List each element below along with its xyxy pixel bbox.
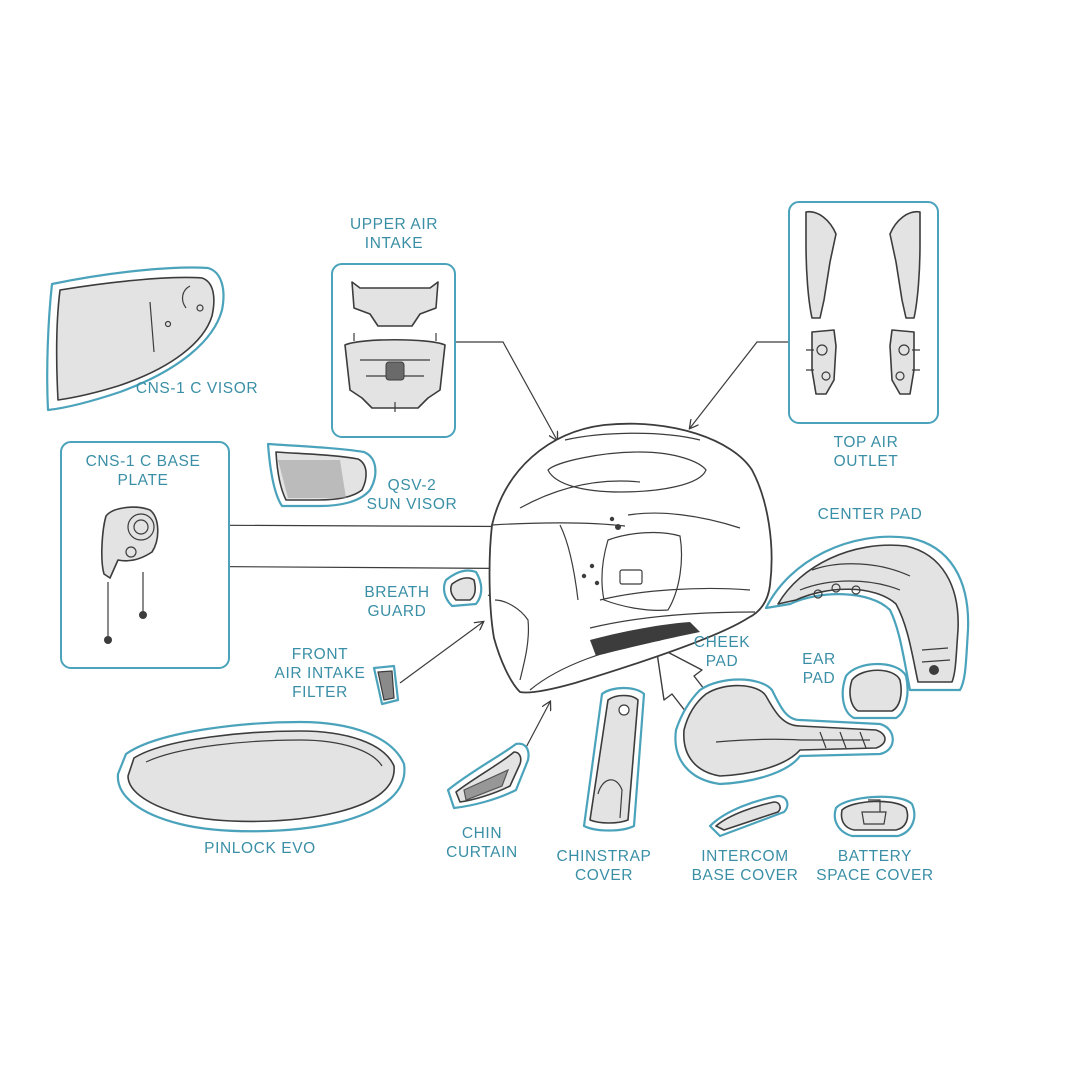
front-filter-leader: [399, 622, 483, 684]
cns1c-visor: [46, 266, 225, 412]
upper-air-intake: [331, 263, 456, 438]
center-pad: [764, 535, 970, 692]
front-air-intake-filter: [372, 664, 400, 706]
cheek-pad: [674, 678, 894, 786]
label-cns1c-visor: CNS-1 C VISOR: [136, 380, 258, 397]
label-center-pad: CENTER PAD: [818, 506, 923, 523]
helmet-main: [488, 422, 773, 694]
upper-air-intake-leader: [456, 341, 557, 440]
top-air-outlet-leader: [690, 341, 788, 428]
qsv2-sun-visor: [266, 442, 377, 508]
chinstrap-cover: [582, 686, 646, 832]
intercom-base-cover: [708, 794, 789, 838]
battery-space-cover: [833, 795, 916, 838]
ear-pad: [841, 663, 909, 720]
label-pinlock-evo: PINLOCK EVO: [204, 840, 316, 857]
top-air-outlet: [788, 201, 939, 424]
pinlock-evo: [116, 720, 406, 833]
chin-curtain: [446, 742, 530, 810]
breath-guard: [442, 569, 483, 608]
cns1c-base-plate: [60, 441, 230, 669]
